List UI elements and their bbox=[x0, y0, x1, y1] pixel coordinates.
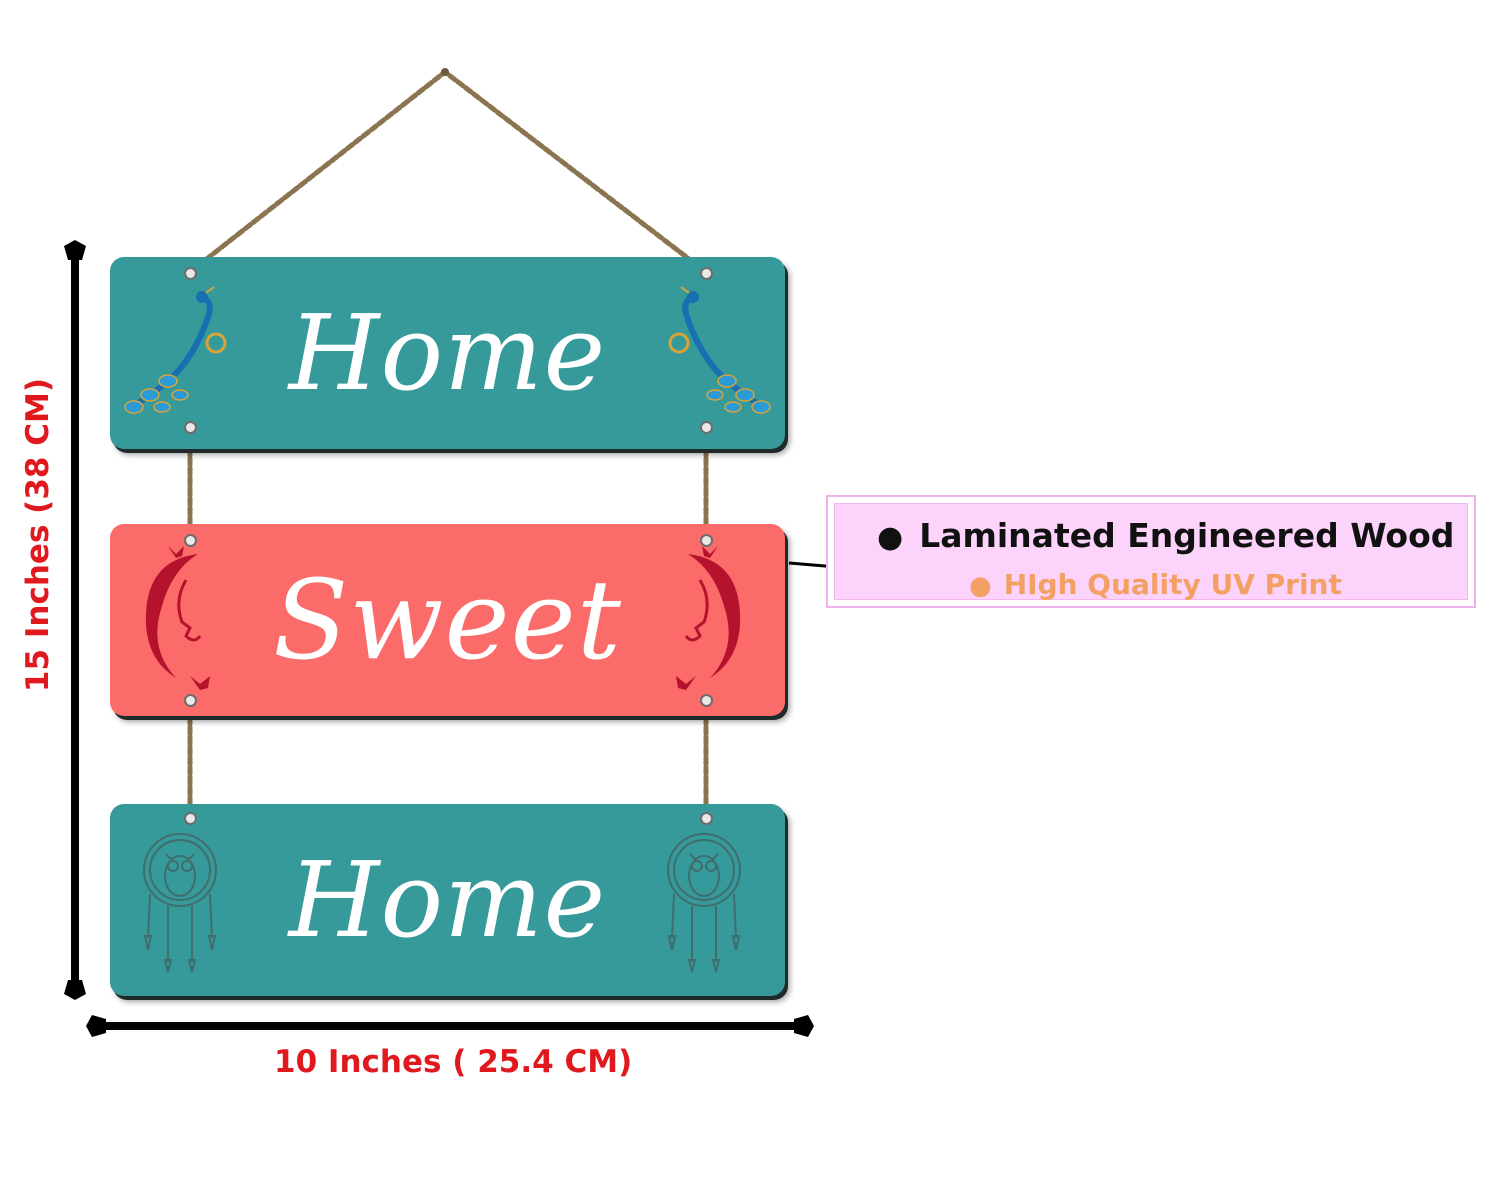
feature-text: HIgh Quality UV Print bbox=[1003, 568, 1342, 601]
owl-dreamcatcher-icon bbox=[667, 833, 741, 973]
hang-hole bbox=[184, 694, 197, 707]
plank-word: Home bbox=[288, 292, 607, 414]
peacock-icon bbox=[124, 286, 227, 414]
hang-hole bbox=[700, 534, 713, 547]
hang-hole bbox=[700, 694, 713, 707]
woman-silhouette-icon bbox=[676, 546, 741, 690]
feature-item: ● Laminated Engineered Wood bbox=[877, 516, 1454, 555]
features-callout: ● Laminated Engineered Wood ● HIgh Quality… bbox=[826, 495, 1476, 608]
peacock-icon bbox=[668, 286, 771, 414]
hang-hole bbox=[700, 267, 713, 280]
woman-silhouette-icon bbox=[145, 546, 210, 690]
callout-panel: ● Laminated Engineered Wood ● HIgh Quality… bbox=[834, 503, 1468, 601]
width-dimension-label: 10 Inches ( 25.4 CM) bbox=[274, 1044, 633, 1080]
plank-home-top: Home bbox=[110, 257, 785, 449]
height-dimension-label: 15 Inches (38 CM) bbox=[20, 377, 56, 693]
hang-hole bbox=[184, 421, 197, 434]
bullet-icon: ● bbox=[877, 520, 904, 555]
bullet-icon: ● bbox=[969, 571, 992, 601]
plank-word: Home bbox=[288, 839, 607, 961]
plank-home-bottom: Home bbox=[110, 804, 785, 996]
hang-hole bbox=[184, 812, 197, 825]
feature-text: Laminated Engineered Wood bbox=[919, 516, 1455, 555]
hang-hole bbox=[184, 534, 197, 547]
hang-hole bbox=[184, 267, 197, 280]
owl-dreamcatcher-icon bbox=[143, 833, 217, 973]
feature-item: ● HIgh Quality UV Print bbox=[969, 568, 1342, 601]
plank-sweet: Sweet bbox=[110, 524, 785, 716]
plank-word: Sweet bbox=[273, 556, 622, 684]
hang-hole bbox=[700, 421, 713, 434]
hang-hole bbox=[700, 812, 713, 825]
